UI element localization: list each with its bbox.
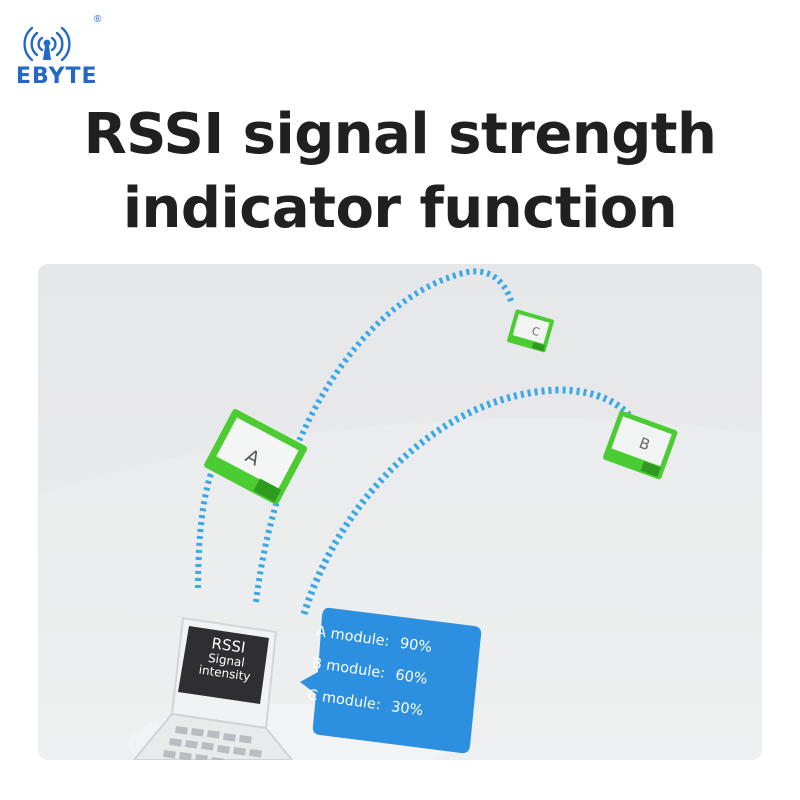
registered-mark: ® [94, 14, 101, 25]
readout-b-value: 60% [394, 667, 428, 687]
readout-c: C module: 30% [306, 687, 477, 727]
wireless-signal-icon [12, 14, 124, 66]
readout-a-name: A module: [315, 624, 390, 650]
readout-a-value: 90% [399, 636, 433, 656]
page-title: RSSI signal strength indicator function [0, 98, 800, 246]
readout-c-name: C module: [306, 687, 381, 713]
title-line-1: RSSI signal strength [0, 98, 800, 172]
readout-b-name: B module: [311, 656, 386, 682]
logo-text: EBYTE [16, 64, 98, 89]
readout-list: A module: 90% B module: 60% C module: 30… [300, 620, 468, 760]
illustration-panel: C B A [38, 264, 762, 760]
ebyte-logo: ® EBYTE [12, 14, 124, 84]
title-line-2: indicator function [0, 172, 800, 246]
module-c [507, 309, 555, 353]
readout-c-value: 30% [390, 699, 424, 719]
readout-b: B module: 60% [311, 656, 482, 696]
